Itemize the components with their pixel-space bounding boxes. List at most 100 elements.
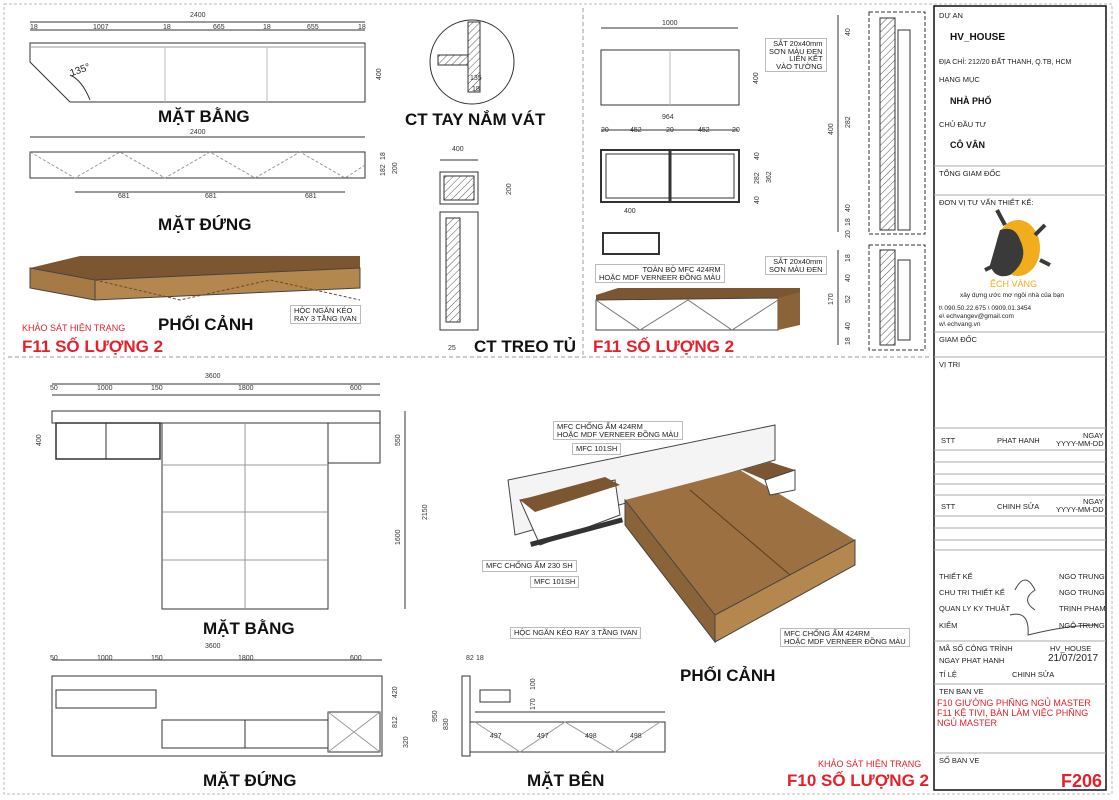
dim: 170: [530, 698, 537, 710]
dim: 1800: [238, 655, 254, 662]
dim: 40: [845, 28, 852, 36]
dim: 18: [358, 24, 366, 31]
dim: 18: [845, 254, 852, 262]
dim: 52: [845, 295, 852, 303]
dim: 282: [845, 116, 852, 128]
sign-role: CHU TRI THIẾT KẾ: [939, 588, 1005, 597]
dim: 400: [624, 208, 636, 215]
dim: 3600: [205, 643, 221, 650]
logo-brand: ẾCH VÀNG: [990, 279, 1038, 289]
sheet-name: F10 GIƯỜNG PHÑNG NGỦ MASTER F11 KỆ TIVI,…: [937, 698, 1091, 728]
dim: 2150: [422, 504, 429, 520]
sheet-name-label: TEN BAN VE: [939, 687, 984, 696]
dim: 497: [537, 733, 549, 740]
dim: 170: [828, 293, 835, 305]
sign-name: NGO TRUNG: [1059, 572, 1105, 581]
location-label: VỊ TRI: [939, 360, 961, 369]
sheet-no-label: SỐ BAN VE: [939, 756, 980, 765]
dim: 282: [754, 172, 761, 184]
plan-bottom-title: MẶT BẰNG: [203, 619, 295, 638]
code: HV_HOUSE: [1050, 644, 1092, 653]
material-note: MFC 101SH: [572, 443, 622, 455]
email[interactable]: e\ echvangev@gmail.com: [939, 313, 1014, 320]
dim: 400: [828, 123, 835, 135]
dim: 498: [585, 733, 597, 740]
issue-col: PHAT HANH: [997, 436, 1040, 445]
material-note: MFC CHỐNG ẨM 230 SH: [482, 560, 577, 572]
title-block-rules: [934, 165, 1106, 754]
project-label: DỰ AN: [939, 11, 963, 20]
dim: 964: [662, 114, 674, 121]
issue-stt: STT: [941, 436, 956, 445]
dim: 50: [50, 385, 58, 392]
quantity-label: F10 SỐ LƯỢNG 2: [787, 771, 929, 790]
survey-label: KHẢO SÁT HIỆN TRẠNG: [22, 323, 126, 333]
dim: 200: [506, 183, 513, 195]
address: ĐỊA CHỈ: 212/20 ĐẤT THANH, Q.TB, HCM: [939, 59, 1072, 66]
dim: 1000: [97, 655, 113, 662]
dim: 400: [452, 146, 464, 153]
side-bottom: [461, 675, 666, 757]
dim: 18: [380, 152, 387, 160]
signature: [1009, 579, 1099, 636]
material-note: TOÀN BỘ MFC 424RM HOẶC MDF VERNEER ĐỒNG …: [595, 264, 725, 283]
dim: 1007: [93, 24, 109, 31]
issue-date-label: NGAY PHAT HANH: [939, 656, 1005, 665]
dim: 950: [432, 710, 439, 722]
dim: 18: [30, 24, 38, 31]
dim: 2400: [190, 129, 206, 136]
dim: 40: [845, 322, 852, 330]
dim: 18: [845, 218, 852, 226]
investor: CÔ VÂN: [950, 140, 986, 150]
quantity-label: F11 SỐ LƯỢNG 2: [593, 337, 735, 356]
dim: 400: [36, 434, 43, 446]
code-label: MÃ SỐ CÔNG TRÌNH: [939, 644, 1013, 653]
category-label: HẠNG MỤC: [939, 75, 980, 84]
dim: 1000: [662, 20, 678, 27]
phone: t\ 090.50.22.675 \ 0909.01.3454: [939, 305, 1032, 312]
dim: 550: [395, 434, 402, 446]
dim: 1800: [238, 385, 254, 392]
dim: 135: [470, 75, 482, 82]
dim: 498: [630, 733, 642, 740]
plan-title: MẶT BẰNG: [158, 107, 250, 126]
dim: 452: [630, 127, 642, 134]
dim: 40: [754, 196, 761, 204]
consultant-label: ĐƠN VỊ TƯ VẤN THIẾT KẾ:: [939, 198, 1034, 207]
sheet-border: [3, 3, 1113, 795]
dim: 452: [698, 127, 710, 134]
dim: 362: [766, 171, 773, 183]
dim: 150: [151, 655, 163, 662]
website[interactable]: w\ echvang.vn: [939, 321, 981, 328]
dim: 830: [443, 718, 450, 730]
dim: 18: [845, 337, 852, 345]
revision-col: CHINH SỬA: [997, 502, 1040, 511]
dim: 82: [466, 655, 474, 662]
dim: 665: [213, 24, 225, 31]
issue-date: 21/07/2017: [1048, 653, 1099, 664]
dim: 100: [530, 678, 537, 690]
dim: 18: [263, 24, 271, 31]
dim: 400: [376, 68, 383, 80]
perspective-top-right: [595, 288, 800, 331]
revision-stt: STT: [941, 502, 956, 511]
survey-label: KHẢO SÁT HIỆN TRẠNG: [818, 759, 922, 769]
dim: 40: [754, 152, 761, 160]
category: NHÀ PHỐ: [950, 96, 992, 106]
dim: 18: [476, 655, 484, 662]
dim: 655: [307, 24, 319, 31]
dim: 20: [732, 127, 740, 134]
bed-perspective: [507, 424, 856, 644]
handle-detail: [429, 19, 515, 105]
dim: 40: [845, 274, 852, 282]
dim: 497: [490, 733, 502, 740]
investor-label: CHỦ ĐẦU TƯ: [939, 120, 987, 129]
sign-name: TRỊNH PHẠM: [1059, 604, 1106, 613]
hang-detail-title: CT TREO TỦ: [474, 337, 576, 356]
material-note: MFC CHỐNG ẨM 424RM HOẶC MDF VERNEER ĐỒNG…: [553, 421, 683, 440]
elevation-top-left: [29, 136, 366, 193]
project-name: HV_HOUSE: [950, 32, 1006, 43]
dim: 812: [392, 716, 399, 728]
issue-date: NGAY YYYY-MM-DD: [1056, 431, 1104, 448]
